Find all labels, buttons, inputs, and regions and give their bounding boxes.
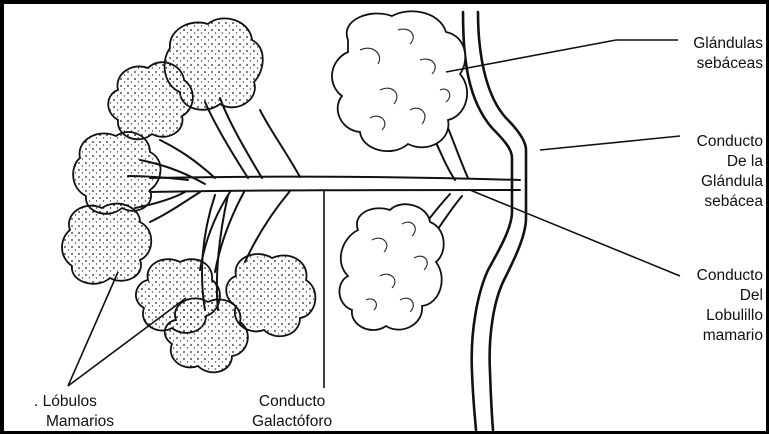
lobule-middle-left (73, 132, 160, 214)
skin-contour (463, 12, 526, 430)
label-conducto-glandula-sebacea: Conducto De la Glándula sebácea (697, 132, 763, 212)
label-glandulas-sebaceas: Glándulas sebáceas (693, 34, 763, 74)
label-conducto-lobulillo-mamario: Conducto Del Lobulillo mamario (697, 266, 763, 346)
lobule-top-middle (108, 62, 193, 139)
mammary-lobules (62, 18, 315, 372)
sebaceous-glands (332, 11, 467, 330)
label-lobulos-mamarios: . Lóbulos Mamarios (34, 392, 114, 432)
sebaceous-gland-lower (339, 204, 443, 330)
lobule-bottom-right (226, 254, 315, 336)
lobule-lower-left (62, 204, 151, 284)
sebaceous-gland-upper (332, 11, 467, 151)
label-conducto-galactoforo: Conducto Galactóforo (252, 392, 332, 432)
